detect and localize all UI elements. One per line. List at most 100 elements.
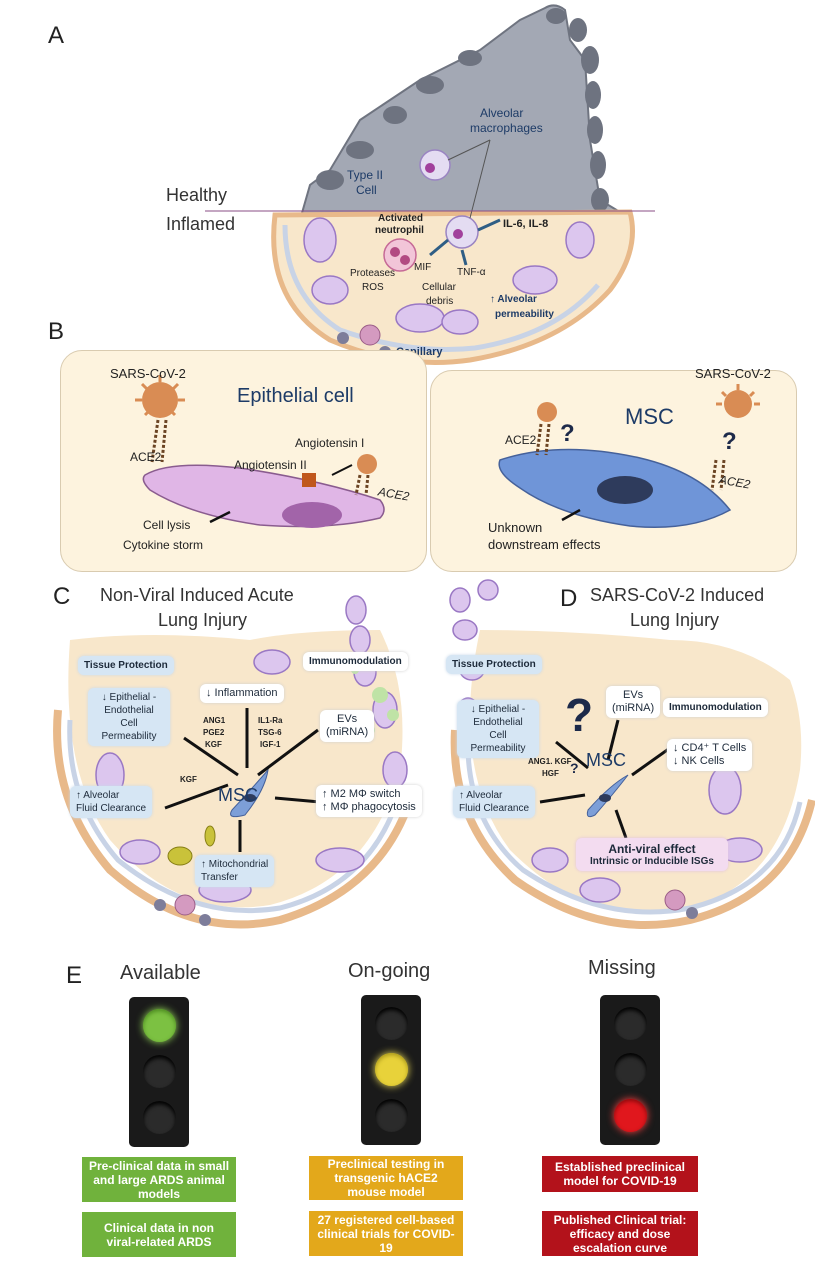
c-tissue-protection: Tissue Protection [78,656,174,675]
d-factor-ang1-kgf: ANG1. KGF [528,757,572,766]
missing-box-2: Published Clinical trial: efficacy and d… [542,1211,698,1256]
d-alveolar-fluid-clearance: ↑ Alveolar Fluid Clearance [453,786,536,818]
c-evs: EVs (miRNA) [320,710,375,742]
available-box-2: Clinical data in non viral-related ARDS [82,1212,236,1257]
cytokine-storm-label: Cytokine storm [123,538,204,552]
d-cd4-line-2: ↓ NK Cells [673,755,725,767]
d-cd4-nk: ↓ CD4⁺ T Cells ↓ NK Cells [667,739,753,771]
panel-e-letter: E [66,962,83,989]
c-mitochondrial-transfer: ↑ Mitochondrial Transfer [195,855,275,887]
d-factor-hgf: HGF [542,769,559,778]
ongoing-box-2: 27 registered cell-based clinical trials… [309,1211,463,1256]
activated-neutrophil-label-1: Activated [378,213,424,224]
d-small-question-mark: ? [570,760,579,776]
panel-c-illustration [53,595,414,929]
alveolar-permeability-label-1: ↑ Alveolar [490,294,537,305]
alveolar-macrophages-label-1: Alveolar [480,106,524,120]
msc-title: MSC [625,404,674,429]
panel-c-letter: C [53,583,71,610]
missing-top-lamp [614,1007,647,1040]
d-epi-perm-line-3: Cell Permeability [470,730,526,754]
question-mark-1: ? [560,420,575,447]
c-m2-line-2: ↑ MΦ phagocytosis [322,801,416,813]
c-factor-igf1: IGF-1 [260,740,281,749]
d-afc-line-2: Fluid Clearance [459,803,530,814]
ace2-left-label: ACE2 [130,450,162,464]
panel-a-illustration [205,4,655,365]
available-middle-lamp [143,1055,176,1088]
d-big-question-mark: ? [565,689,594,741]
available-label: Available [120,962,201,984]
c-afc-line-1: ↑ Alveolar [76,790,120,801]
inflamed-label: Inflamed [166,214,236,234]
panel-d-letter: D [560,585,578,612]
d-antiviral-line-1: Anti-viral effect [608,842,696,856]
d-epi-perm-line-1: ↓ Epithelial - [470,704,526,715]
panel-a-letter: A [48,22,65,49]
panel-d-title-2: Lung Injury [630,610,720,630]
il-label: IL-6, IL-8 [503,218,549,230]
c-factor-tsg6: TSG-6 [258,728,282,737]
c-evs-line-2: (miRNA) [326,726,369,738]
missing-label: Missing [588,957,656,979]
c-immunomodulation: Immunomodulation [303,652,408,671]
available-top-lamp [143,1009,176,1042]
d-immunomodulation: Immunomodulation [663,698,768,717]
tnf-label: TNF-α [457,267,486,278]
unknown-effects-label-1: Unknown [488,520,543,535]
panel-d-title-1: SARS-CoV-2 Induced [590,585,765,605]
c-inflammation: ↓ Inflammation [200,684,284,703]
type2-cell-label-1: Type II [347,168,384,182]
ace2-msc-left-label: ACE2 [505,433,537,447]
c-factor-ang1: ANG1 [203,716,226,725]
c-factor-kgf: KGF [205,740,222,749]
c-epi-perm-line-3: Cell Permeability [101,718,157,742]
traffic-light-missing [600,995,660,1145]
ongoing-bottom-lamp [375,1099,408,1132]
alveolar-permeability-label-2: permeability [495,309,554,320]
angiotensin-i-label: Angiotensin I [295,436,365,450]
missing-box-1: Established preclinical model for COVID-… [542,1156,698,1192]
missing-bottom-lamp [614,1099,647,1132]
d-epi-perm-line-2: Endothelial [473,717,523,728]
epithelial-cell-title: Epithelial cell [237,385,354,407]
debris-label: debris [426,296,454,307]
ongoing-label: On-going [348,960,431,982]
d-evs-line-1: EVs [622,689,644,701]
c-afc-line-2: Fluid Clearance [76,803,147,814]
available-bottom-lamp [143,1101,176,1134]
ongoing-top-lamp [375,1007,408,1040]
unknown-effects-label-2: downstream effects [488,537,601,552]
mif-label: MIF [414,262,432,273]
cell-lysis-label: Cell lysis [143,518,191,532]
d-evs-line-2: (miRNA) [612,702,655,714]
d-epithelial-permeability: ↓ Epithelial - Endothelial Cell Permeabi… [457,700,539,758]
cellular-label: Cellular [422,282,456,293]
d-evs: EVs (miRNA) [606,686,661,718]
ongoing-middle-lamp [375,1053,408,1086]
activated-neutrophil-label-2: neutrophil [375,225,424,236]
c-m2-line-1: ↑ M2 MΦ switch [322,788,401,800]
alveolar-macrophages-label-2: macrophages [470,121,543,135]
c-factor-pge2: PGE2 [203,728,225,737]
c-mito-line-1: ↑ Mitochondrial [201,859,269,870]
panel-b-illustration [135,375,760,529]
c-factor-il1ra: IL1-Ra [258,716,283,725]
type2-cell-label-2: Cell [356,183,377,197]
d-afc-line-1: ↑ Alveolar [459,790,503,801]
missing-middle-lamp [614,1053,647,1086]
c-evs-line-1: EVs [336,713,358,725]
ros-label: ROS [362,282,384,293]
panel-c-title-1: Non-Viral Induced Acute [100,585,294,605]
proteases-label: Proteases [350,268,396,279]
d-tissue-protection: Tissue Protection [446,655,542,674]
sars-cov2-right-label: SARS-CoV-2 [695,366,771,381]
c-m2-macrophage: ↑ M2 MΦ switch ↑ MΦ phagocytosis [316,785,422,817]
d-antiviral-line-2: Intrinsic or Inducible ISGs [590,856,714,867]
c-epithelial-permeability: ↓ Epithelial - Endothelial Cell Permeabi… [88,688,170,746]
c-kgf-label: KGF [180,775,197,784]
ongoing-box-1: Preclinical testing in transgenic hACE2 … [309,1156,463,1200]
question-mark-2: ? [722,428,737,455]
panel-b-letter: B [48,318,65,345]
c-alveolar-fluid-clearance: ↑ Alveolar Fluid Clearance [70,786,153,818]
